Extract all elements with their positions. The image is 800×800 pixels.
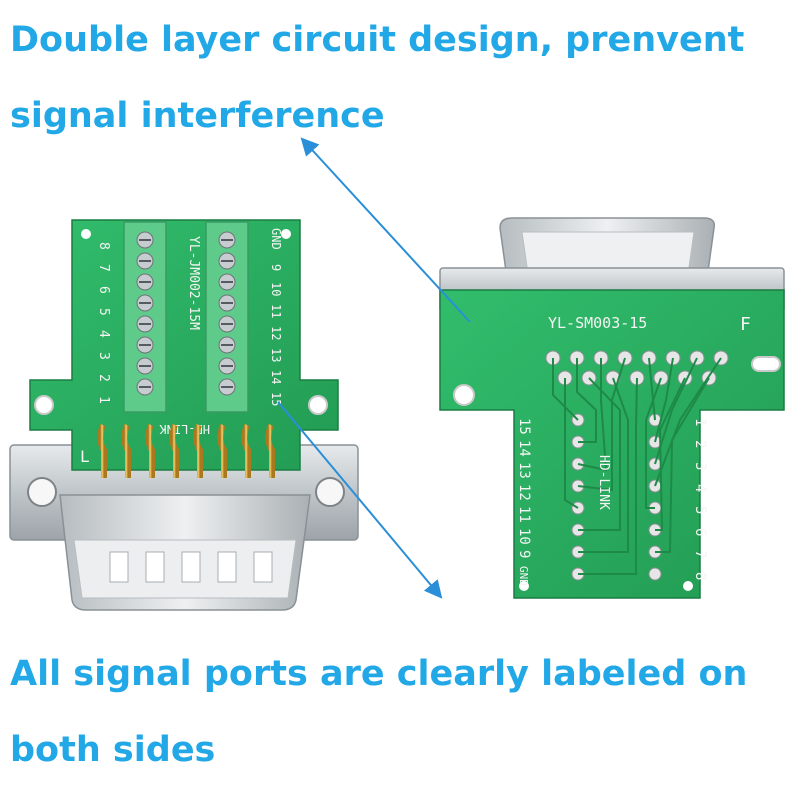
left-board-pin-labels-left: 8 7 6 5 4 3 2 1 [96, 242, 111, 404]
arrow-circuit-design [300, 137, 471, 323]
right-pcb-hole-left [453, 384, 475, 406]
left-pin-label: 8 [96, 242, 111, 250]
left-pcb-mount-hole-right [308, 395, 328, 415]
right-pin-label: 2 [692, 440, 708, 448]
right-part-number: YL-SM003-15 [548, 314, 647, 332]
left-connector-assembly: YL-JM002-15M HD-LINK L 8 7 6 5 4 3 2 1 G… [9, 219, 359, 611]
right-pin-label: 7 [692, 550, 708, 558]
left-pin-label: 1 [96, 396, 111, 404]
left-pin-label: 3 [96, 352, 111, 360]
right-board-pin-labels-right: 1 2 3 4 5 6 7 8 [692, 418, 708, 580]
right-connector-assembly: YL-SM003-15 F [439, 217, 785, 599]
right-pin-label: 15 [516, 418, 532, 435]
left-pin-label: 11 [269, 304, 283, 318]
right-pin-label: GND [517, 566, 530, 586]
left-pin-label: 2 [96, 374, 111, 382]
left-pin-label: 7 [96, 264, 111, 272]
left-part-number: YL-JM002-15M [186, 236, 201, 330]
right-pcb-traces [552, 357, 722, 575]
left-pcb-hole-top-left [81, 229, 91, 239]
left-dsub-pin-slots [109, 551, 273, 583]
right-pin-label: 8 [692, 572, 708, 580]
left-brand-label: HD-LINK [159, 422, 210, 436]
left-pin-label: 5 [96, 308, 111, 316]
right-pin-label: 5 [692, 506, 708, 514]
left-pin-label: GND [269, 228, 283, 250]
right-corner-mark: F [740, 314, 751, 335]
top-caption: Double layer circuit design, prenvent si… [10, 20, 745, 136]
right-pin-label: 14 [516, 440, 532, 457]
left-corner-mark: L [80, 447, 90, 466]
right-pcb-hole-bottom-right [683, 581, 693, 591]
right-board-pin-labels-left: 15 14 13 12 11 10 9 GND [516, 418, 532, 586]
left-pin-label: 12 [269, 326, 283, 340]
left-pcb-mount-hole-left [34, 395, 54, 415]
arrow-labeled-ports [277, 401, 443, 599]
right-pin-label: 12 [516, 484, 532, 501]
right-pin-label: 1 [692, 418, 708, 426]
bottom-caption: All signal ports are clearly labeled on … [10, 654, 748, 770]
left-pin-label: 13 [269, 348, 283, 362]
right-pcb-hole-bottom-left [519, 581, 529, 591]
left-pin-label: 4 [96, 330, 111, 338]
left-pin-label: 14 [269, 370, 283, 384]
right-pin-label: 6 [692, 528, 708, 536]
right-pin-label: 9 [516, 550, 532, 558]
right-brand-label: HD-LINK [596, 455, 611, 510]
left-flange-hole-left [27, 477, 57, 507]
left-flange-hole-right [315, 477, 345, 507]
right-pin-label: 4 [692, 484, 708, 492]
right-pin-label: 3 [692, 462, 708, 470]
right-pin-label: 10 [516, 528, 532, 545]
left-gold-pins [97, 423, 275, 480]
left-pcb [29, 219, 339, 471]
left-pin-label: 9 [269, 264, 283, 271]
left-pcb-hole-top-right [281, 229, 291, 239]
right-solder-pads [545, 350, 729, 386]
right-pcb-hole-right [751, 356, 781, 372]
right-pin-label: 13 [516, 462, 532, 479]
left-terminal-block-a [123, 221, 167, 413]
right-pin-label: 11 [516, 506, 532, 523]
left-pin-label: 6 [96, 286, 111, 294]
left-terminal-block-b [205, 221, 249, 413]
left-pin-label: 10 [269, 282, 283, 296]
